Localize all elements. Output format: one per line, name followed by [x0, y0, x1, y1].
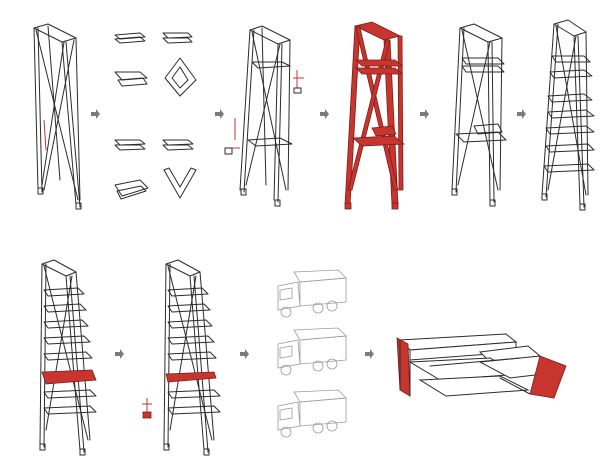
- tower-assembled: [451, 23, 507, 207]
- arrow-step-2: [215, 109, 224, 119]
- trucks-transport: [277, 269, 347, 438]
- arrow-step-7: [115, 349, 124, 359]
- tower-crane: [142, 259, 221, 456]
- truck-3: [277, 389, 347, 438]
- truck-2: [277, 327, 347, 376]
- arrow-step-3: [320, 109, 329, 119]
- tower-with-red-deck: [39, 259, 97, 456]
- beam-components: [114, 32, 197, 200]
- arrow-step-4: [420, 109, 429, 119]
- arrow-step-5: [517, 109, 526, 119]
- final-structure: [396, 333, 567, 399]
- arrow-step-9: [365, 349, 374, 359]
- tower-frame: [33, 23, 82, 210]
- arrow-step-8: [240, 349, 249, 359]
- tower-with-beams: [224, 25, 304, 207]
- arrow-step-1: [91, 109, 100, 119]
- tower-highlighted: [344, 21, 406, 210]
- tower-stacked: [541, 19, 595, 211]
- truck-1: [277, 269, 347, 318]
